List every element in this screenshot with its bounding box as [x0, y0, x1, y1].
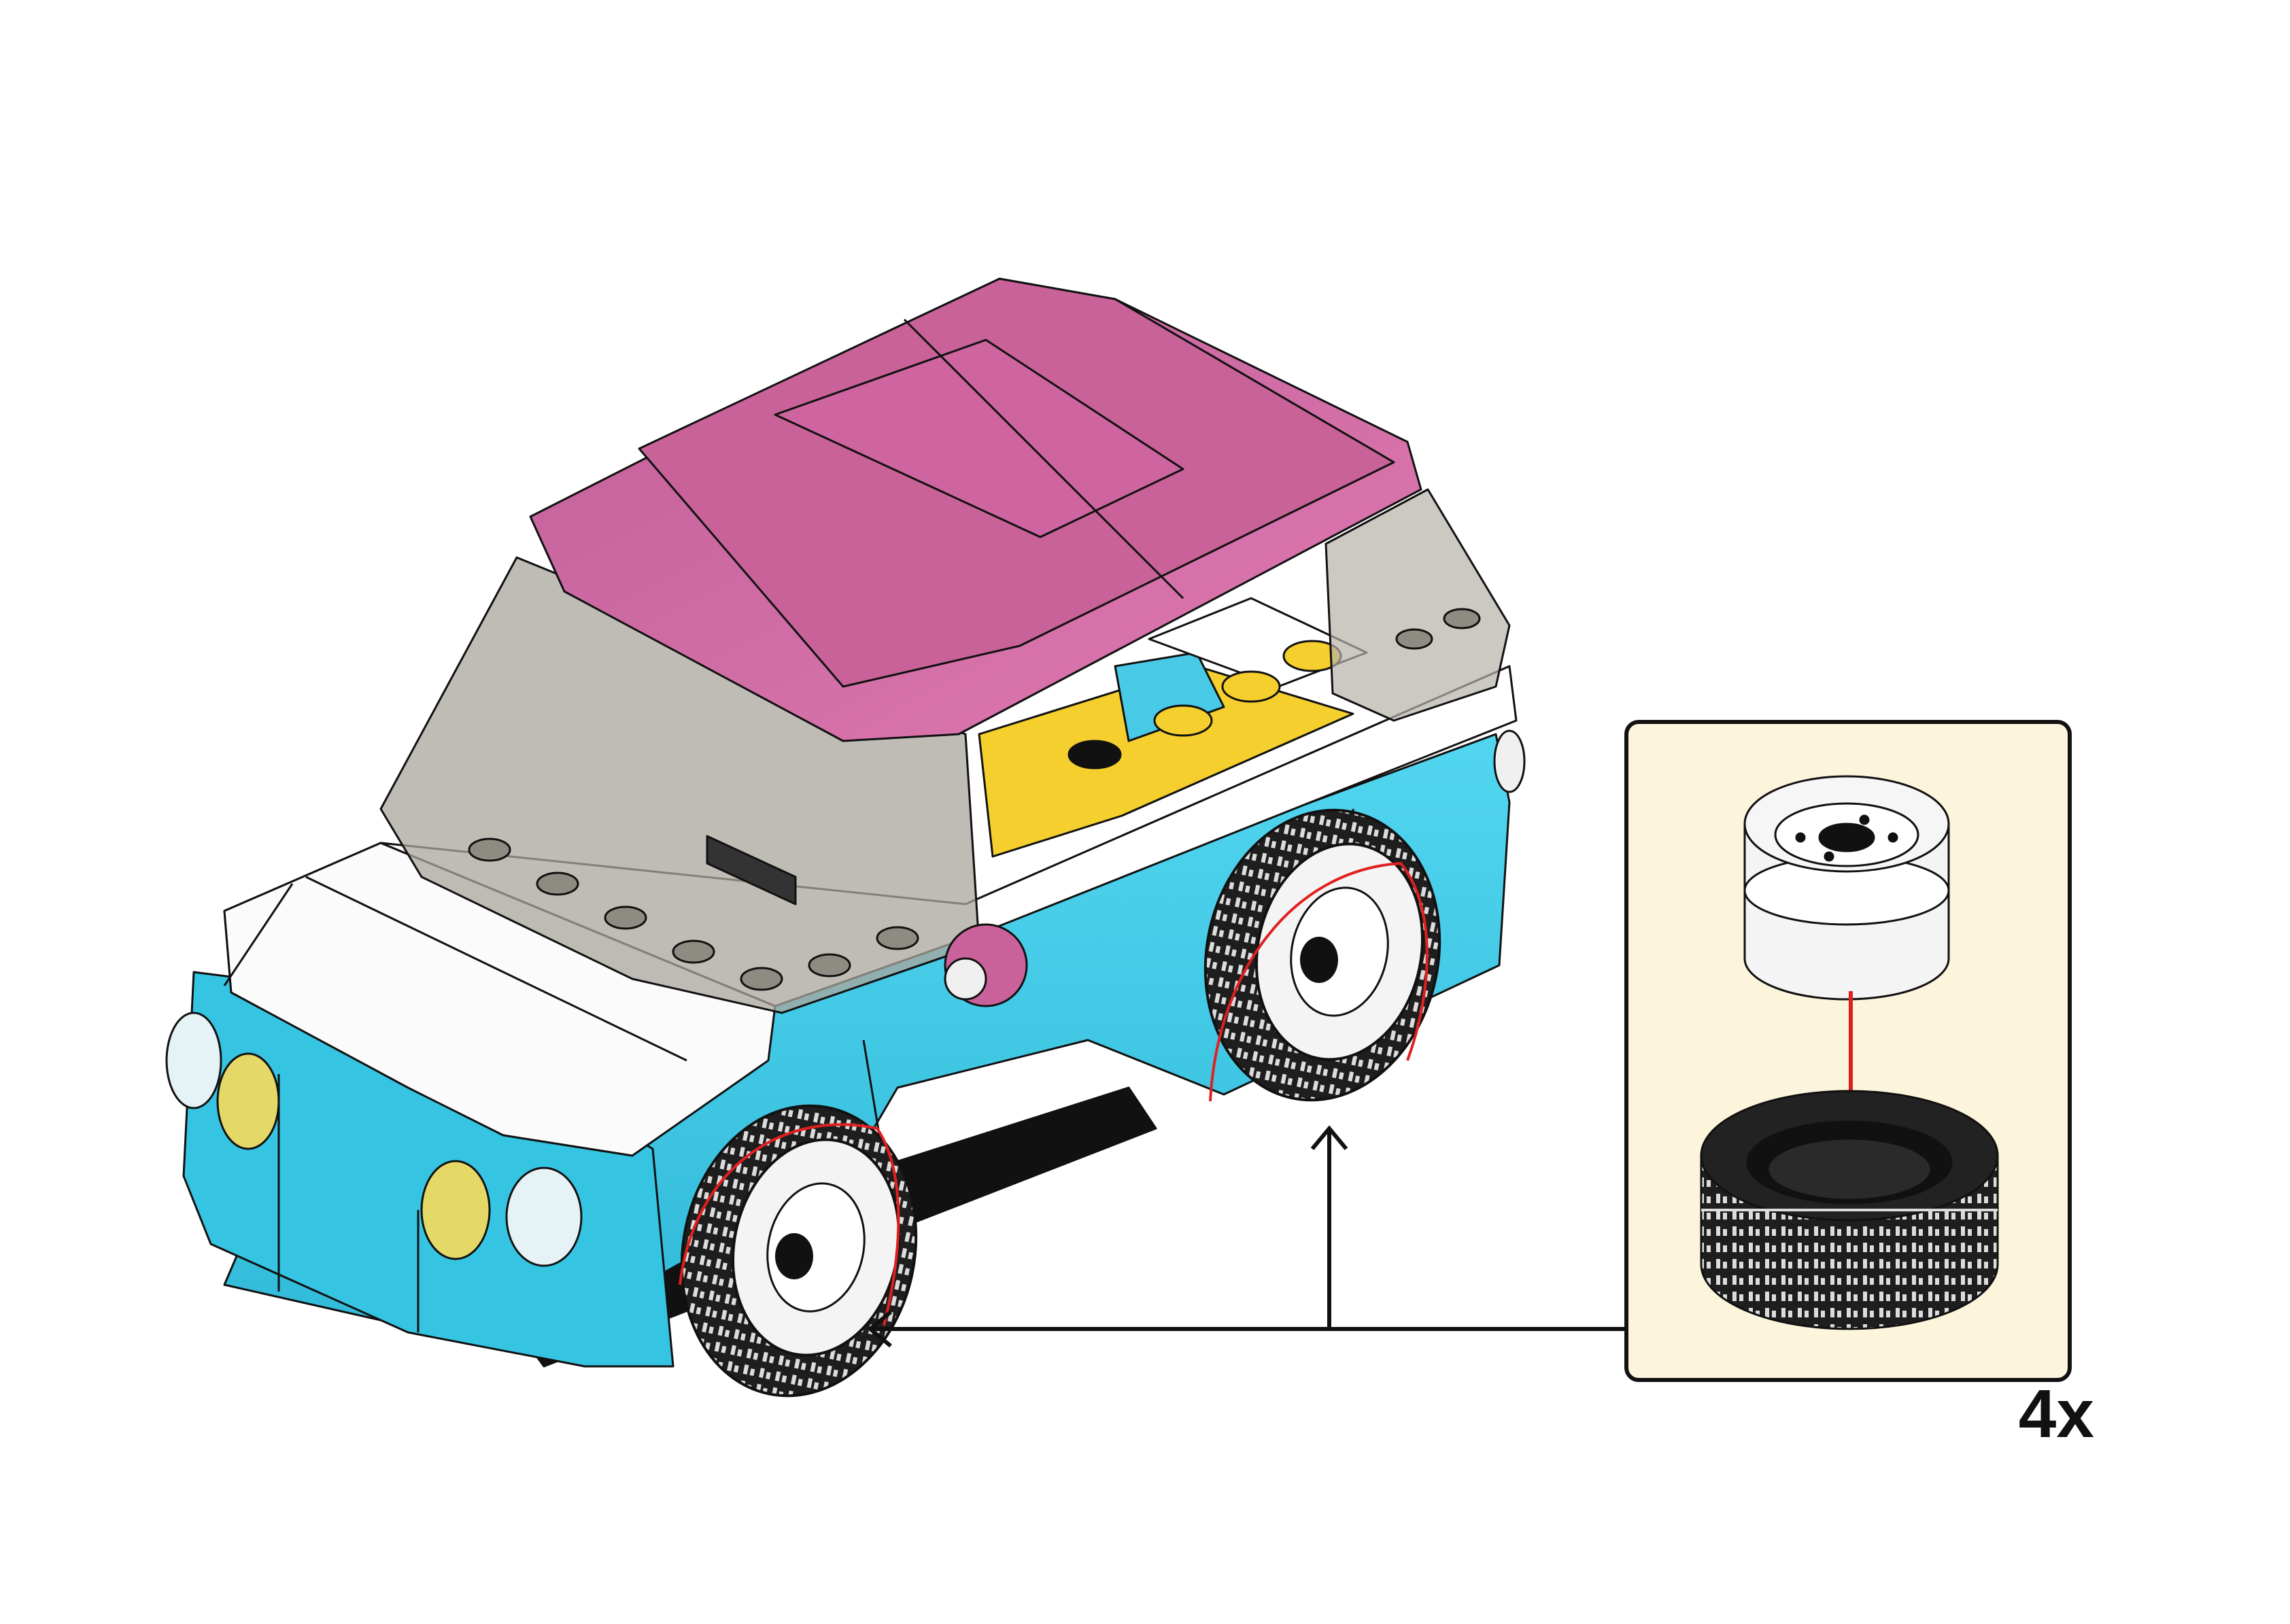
steering-wheel	[706, 835, 797, 905]
placement-arrows	[867, 1125, 1626, 1348]
front-wheel-highlight	[679, 1123, 900, 1326]
glass-studs	[468, 608, 1481, 991]
wheel-rim-part	[1743, 775, 1950, 1001]
rear-wheel	[1203, 808, 1441, 1102]
side-mirror	[944, 923, 1028, 1007]
interior-blue-plate	[1114, 651, 1225, 742]
car-model	[165, 277, 1526, 1368]
front-wheel	[679, 1104, 918, 1398]
quantity-multiplier: 4x	[2018, 1376, 2094, 1452]
tire-part	[1700, 1090, 1999, 1330]
headlights	[165, 729, 1526, 1267]
interior-studs	[1067, 640, 1342, 770]
subassembly-callout	[1624, 720, 2072, 1382]
roof-tile	[774, 339, 1184, 538]
rear-wheel-highlight	[1209, 861, 1429, 1102]
rear-window	[1325, 488, 1511, 722]
